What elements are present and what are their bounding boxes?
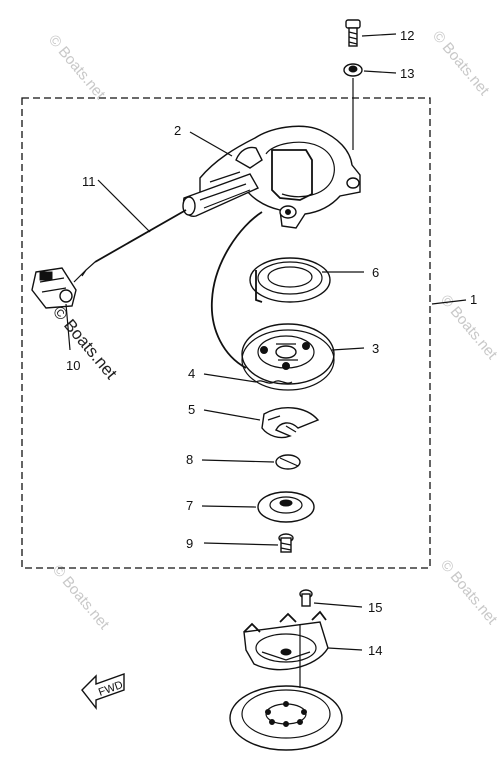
- watermark-center-left: © Boats.net: [49, 302, 121, 383]
- callout-8: 8: [186, 452, 193, 467]
- leader-lines: [65, 33, 467, 651]
- part-14-starter-pulley: [243, 610, 329, 671]
- callout-15: 15: [368, 600, 382, 615]
- callout-6: 6: [372, 265, 379, 280]
- watermark-bottom-left: © Boats.net: [49, 562, 113, 634]
- callout-14: 14: [368, 643, 382, 658]
- part-15-screw: [299, 589, 313, 607]
- starter-cable: [94, 209, 187, 263]
- flywheel-plate: [229, 685, 343, 751]
- callout-4: 4: [188, 366, 195, 381]
- callout-12: 12: [400, 28, 414, 43]
- callout-5: 5: [188, 402, 195, 417]
- callout-13: 13: [400, 66, 414, 81]
- part-11-starter-handle: [81, 173, 259, 277]
- fwd-arrow: FWD: [81, 673, 125, 711]
- callout-2: 2: [174, 123, 181, 138]
- part-9-screw: [278, 533, 294, 553]
- part-2-starter-housing: [199, 125, 361, 229]
- callout-11: 11: [82, 174, 96, 189]
- callout-10: 10: [66, 358, 80, 373]
- part-13-nut: [343, 63, 363, 77]
- callout-9: 9: [186, 536, 193, 551]
- callout-1: 1: [470, 292, 477, 307]
- assembly-boundary: [21, 97, 431, 569]
- watermark-top-right: © Boats.net: [429, 28, 493, 100]
- watermark-bottom-right: © Boats.net: [437, 557, 501, 629]
- part-8-friction-spring: [275, 454, 301, 470]
- part-10-cable-clamp: [31, 267, 87, 309]
- part-7-friction-plate: [257, 491, 315, 523]
- callout-labels: 12 13 2 11 1 6 3 10 4 5 8 7 9 15 14: [66, 28, 477, 658]
- part-6-recoil-spring: [249, 257, 331, 303]
- part-5-drive-plate: [261, 407, 320, 439]
- callout-7: 7: [186, 498, 193, 513]
- recoil-rope: [210, 211, 263, 369]
- part-3-rope-pulley: [241, 323, 335, 391]
- watermark-top-left: © Boats.net: [45, 32, 109, 104]
- part-12-bolt: [345, 19, 361, 47]
- callout-3: 3: [372, 341, 379, 356]
- part-4-spring: [255, 380, 293, 384]
